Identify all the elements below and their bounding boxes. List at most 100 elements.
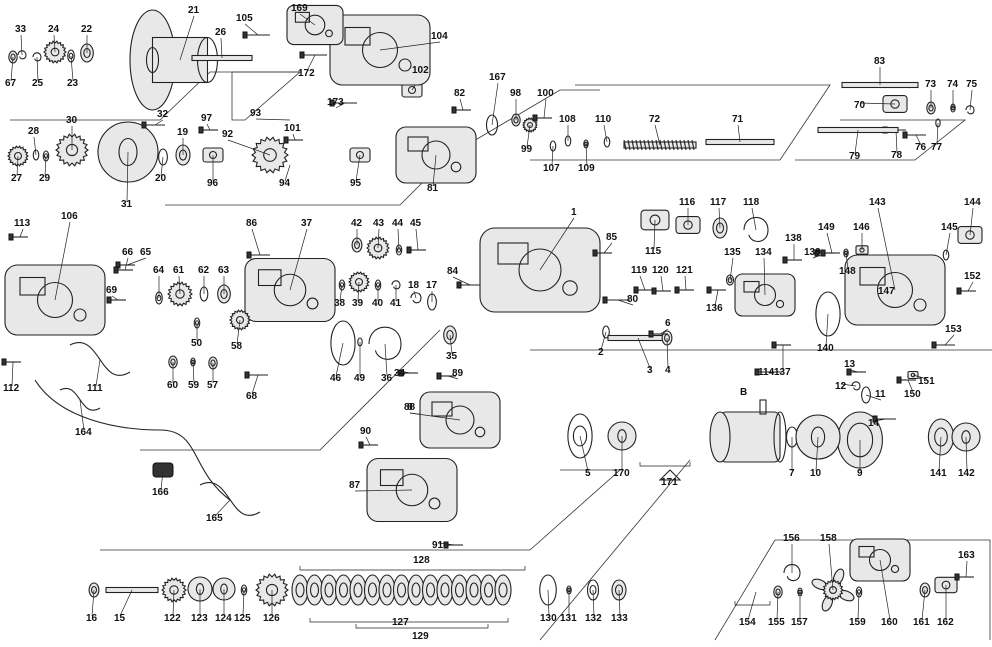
part-label-8: 8	[407, 402, 413, 413]
leader-line-112	[11, 361, 14, 387]
part-140-ring	[815, 291, 841, 337]
part-label-18: 18	[408, 280, 420, 291]
part-label-65: 65	[140, 247, 152, 258]
bracket-line-p127	[309, 618, 509, 623]
part-label-90: 90	[360, 426, 372, 437]
leader-line-68	[251, 374, 259, 395]
leader-line-105	[244, 23, 259, 36]
part-20-ring	[158, 148, 168, 166]
leader-line-166	[160, 469, 164, 491]
leader-line-59	[192, 361, 195, 384]
part-label-35: 35	[446, 351, 458, 362]
leader-line-100	[543, 98, 547, 119]
part-label-157: 157	[791, 617, 808, 628]
part-label-164: 164	[75, 427, 92, 438]
part-label-110: 110	[595, 114, 612, 125]
leader-line-111	[95, 359, 101, 387]
part-86-screw	[246, 251, 270, 259]
leader-line-151	[912, 374, 928, 380]
part-66-screw	[113, 266, 133, 274]
part-label-28: 28	[28, 126, 40, 137]
leader-line-136	[714, 289, 719, 307]
part-label-20: 20	[155, 173, 167, 184]
section-outline-5	[140, 329, 441, 451]
part-label-100: 100	[537, 88, 554, 99]
part-label-107: 107	[543, 163, 560, 174]
part-label-32: 32	[157, 109, 169, 120]
leader-line-152	[967, 281, 974, 292]
part-label-44: 44	[392, 218, 404, 229]
leader-line-91	[437, 542, 456, 546]
leader-line-142	[965, 436, 968, 472]
leader-line-11	[865, 394, 882, 401]
wire-harness-line	[34, 379, 231, 501]
part-25-clip	[32, 52, 42, 62]
part-label-45: 45	[410, 218, 422, 229]
section-outline-0	[231, 71, 302, 121]
part-121-pin	[674, 286, 694, 294]
section-outline-2	[165, 89, 600, 206]
part-41-clip	[391, 280, 401, 290]
part-69-screw	[106, 296, 126, 304]
leader-line-38	[339, 284, 343, 302]
part-label-137: 137	[774, 367, 791, 378]
part-label-69: 69	[106, 285, 118, 296]
leader-line-72	[654, 124, 661, 146]
part-label-17: 17	[426, 280, 438, 291]
part-label-77: 77	[931, 142, 943, 153]
part-label-63: 63	[218, 265, 230, 276]
part-label-79: 79	[849, 151, 861, 162]
part-label-155: 155	[768, 617, 785, 628]
part-label-68: 68	[246, 391, 258, 402]
bracket-line-p128	[299, 566, 526, 571]
leader-line-172	[306, 54, 316, 72]
part-label-73: 73	[925, 79, 937, 90]
leader-line-14	[873, 418, 887, 422]
part-label-24: 24	[48, 24, 60, 35]
part-label-151: 151	[918, 376, 935, 387]
part-label-143: 143	[869, 197, 886, 208]
leader-line-125	[242, 589, 245, 617]
part-label-82: 82	[454, 88, 466, 99]
part-label-50: 50	[191, 338, 203, 349]
leader-line-71	[737, 124, 741, 143]
part-label-159: 159	[849, 617, 866, 628]
part-label-156: 156	[783, 533, 800, 544]
part-137-screw	[771, 341, 791, 349]
leader-line-110	[603, 124, 608, 143]
part-label-80: 80	[627, 294, 639, 305]
part-82-screw	[451, 106, 471, 114]
leader-line-37	[289, 228, 308, 291]
part-label-16: 16	[86, 613, 98, 624]
leader-line-90	[365, 436, 371, 446]
part-label-75: 75	[966, 79, 978, 90]
part-label-14: 14	[868, 418, 880, 429]
leader-line-134	[763, 257, 766, 296]
part-label-67: 67	[5, 78, 17, 89]
part-label-123: 123	[191, 613, 208, 624]
leader-line-61	[178, 275, 181, 295]
leader-line-97	[206, 123, 211, 131]
leader-line-70	[859, 102, 896, 105]
part-label-145: 145	[941, 222, 958, 233]
part-label-122: 122	[164, 613, 181, 624]
part-label-23: 23	[67, 78, 79, 89]
leader-line-143	[877, 207, 896, 291]
leader-line-87	[354, 489, 413, 492]
leader-line-2	[600, 331, 607, 351]
part-label-162: 162	[937, 617, 954, 628]
leader-line-86	[251, 228, 261, 256]
part-label-88: 88	[404, 402, 416, 413]
part-label-70: 70	[854, 100, 866, 111]
part-label-117: 117	[710, 197, 727, 208]
part-label-125: 125	[234, 613, 251, 624]
leader-line-132	[592, 589, 595, 617]
part-label-94: 94	[279, 178, 291, 189]
leader-line-24	[53, 34, 56, 53]
part-label-104: 104	[431, 31, 448, 42]
part-label-81: 81	[427, 183, 439, 194]
part-label-85: 85	[606, 232, 618, 243]
part-label-121: 121	[676, 265, 693, 276]
leader-line-107	[551, 145, 554, 167]
part-label-7: 7	[789, 468, 795, 479]
